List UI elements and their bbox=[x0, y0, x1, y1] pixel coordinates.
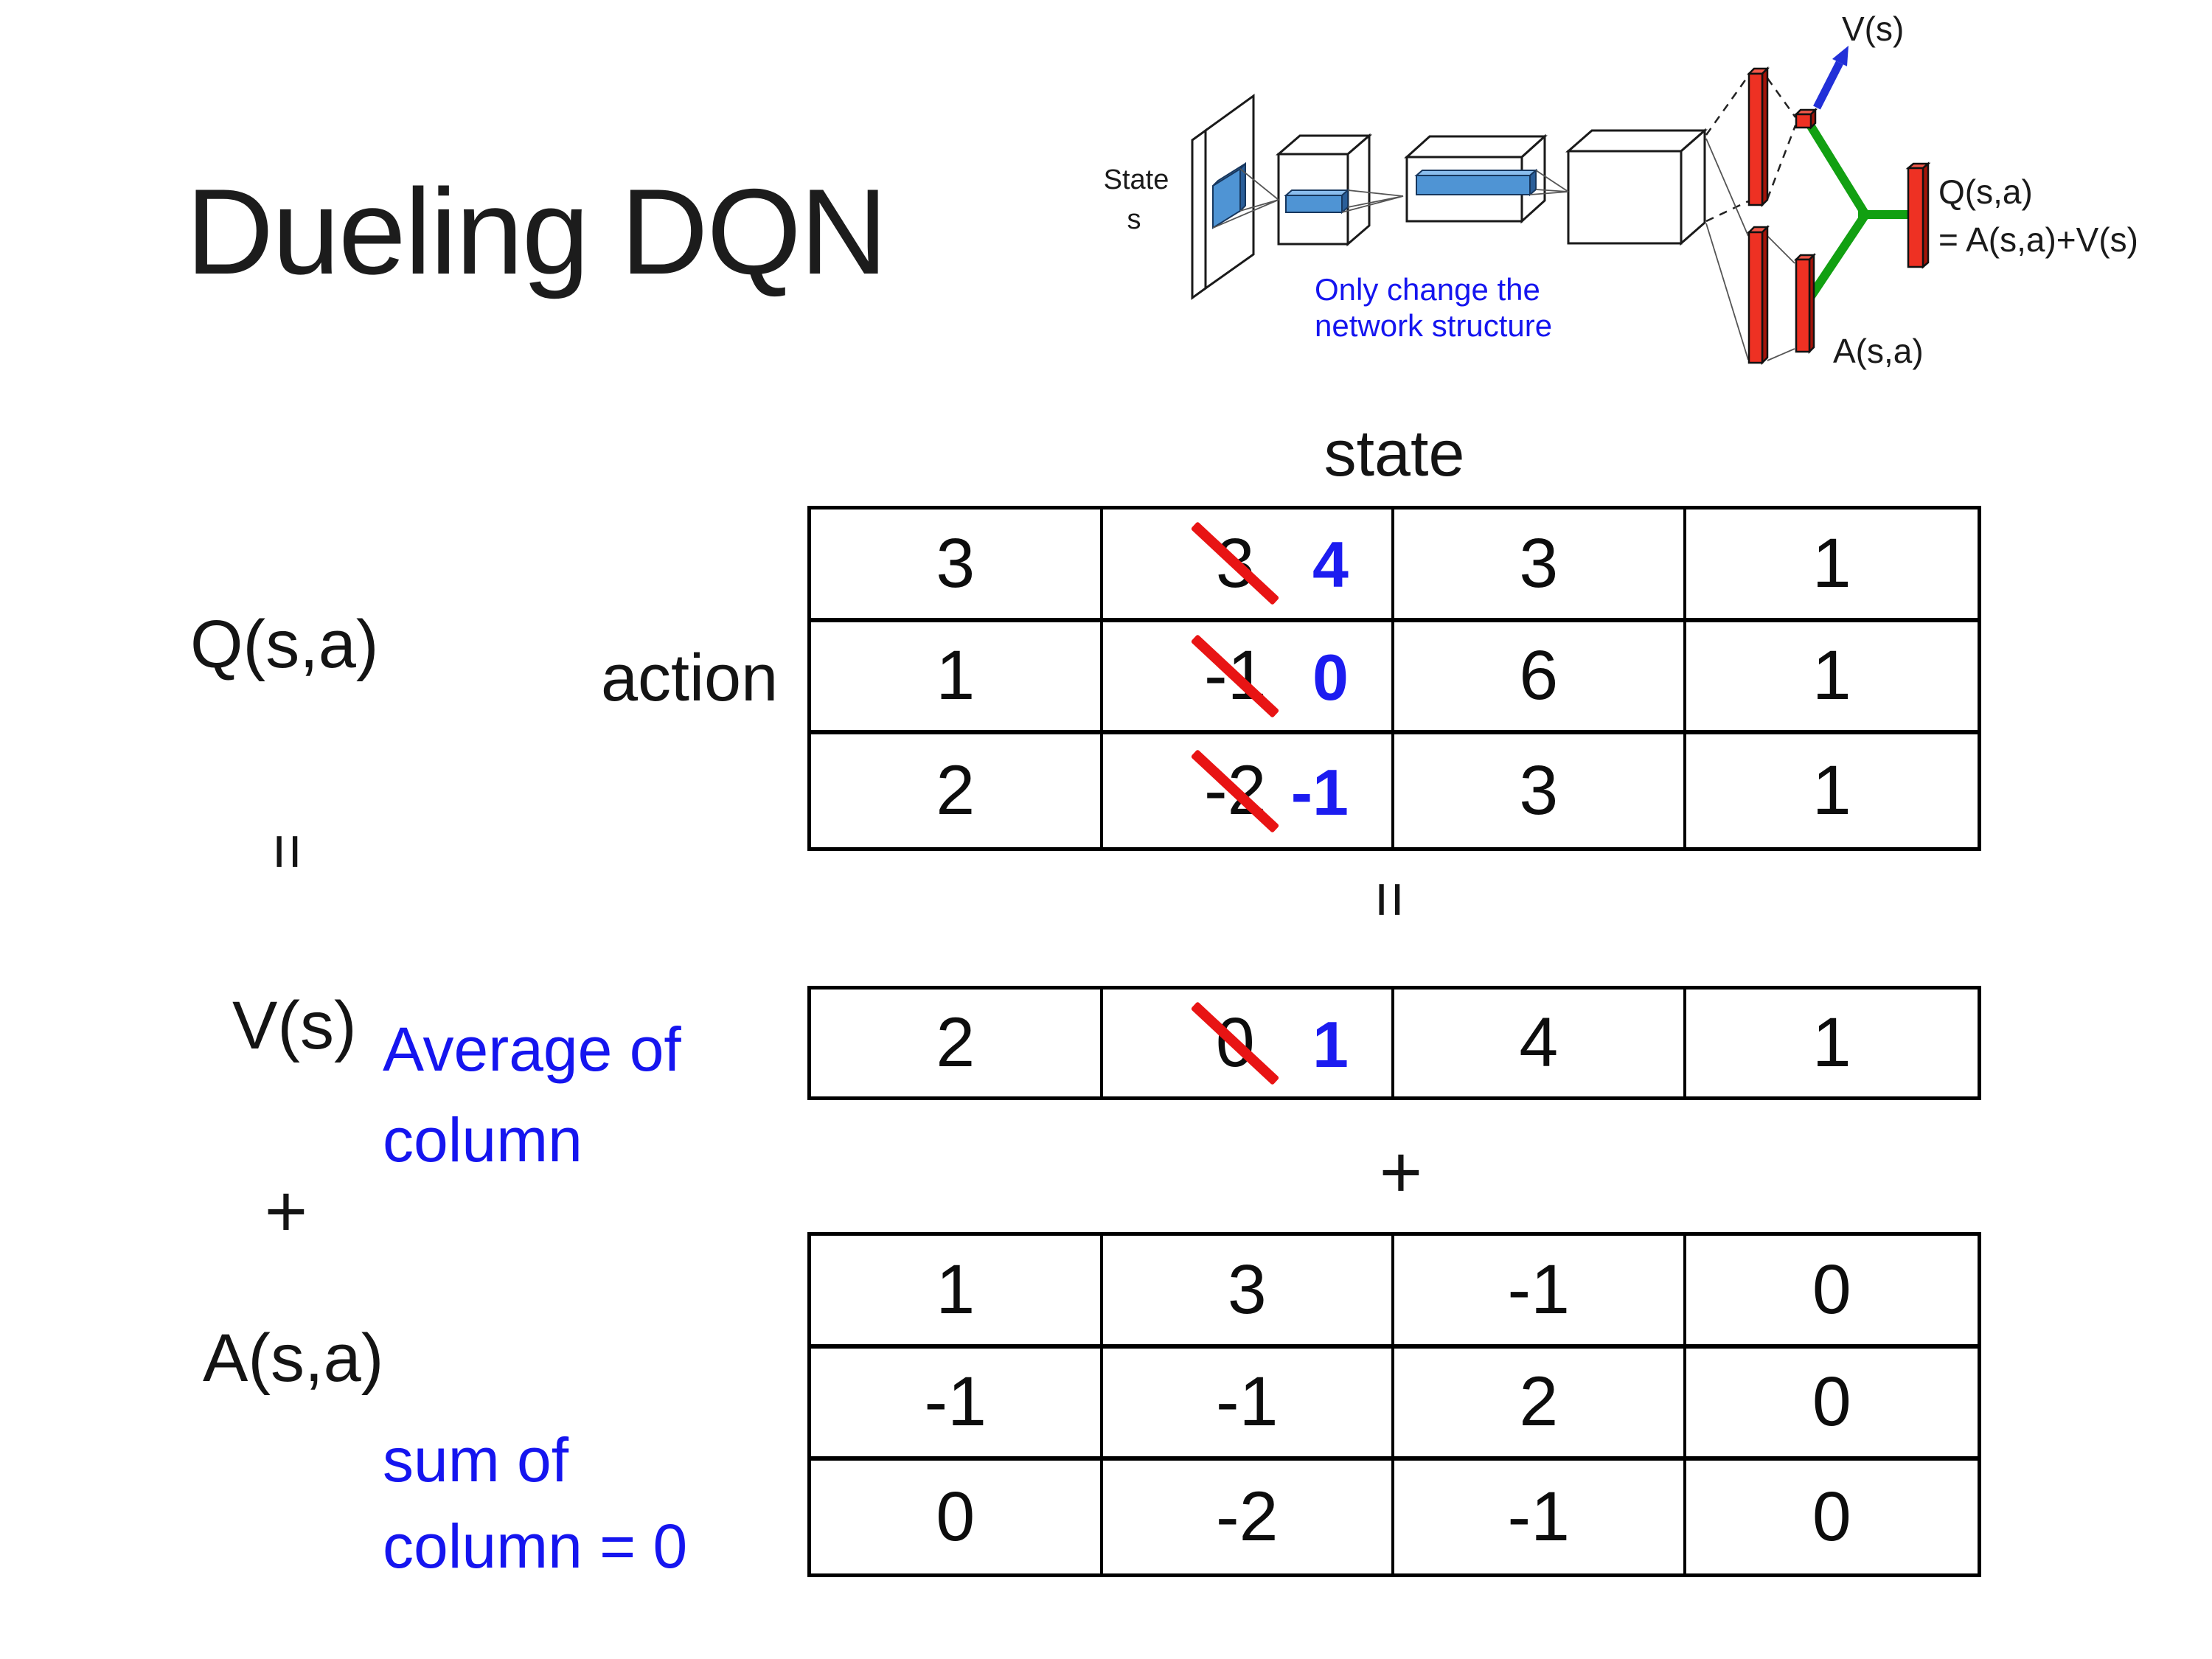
advantage-hidden-bar bbox=[1746, 224, 1770, 366]
q-cell-r2c3: 1 bbox=[1812, 751, 1851, 830]
a-table: 1 3 -1 0 -1 -1 2 0 0 -2 -1 0 bbox=[807, 1232, 1981, 1577]
q-cell-r0c3: 1 bbox=[1686, 509, 1978, 622]
q-cell-r0c1: 3 4 bbox=[1102, 509, 1394, 622]
v-node bbox=[1793, 107, 1818, 131]
a-cell-r2c3: 0 bbox=[1812, 1478, 1851, 1557]
projection-lines-3 bbox=[1529, 170, 1569, 195]
q-cell-r2c0: 2 bbox=[811, 734, 1103, 847]
a-cell-r1c3: 0 bbox=[1686, 1349, 1978, 1461]
diagram-note-line2: network structure bbox=[1315, 308, 1552, 343]
a-cell-r0c1: 3 bbox=[1102, 1236, 1394, 1349]
plus-middle: + bbox=[1379, 1131, 1423, 1214]
v-cell-c1: 0 1 bbox=[1103, 990, 1394, 1096]
a-output-bar bbox=[1793, 252, 1817, 355]
state-label-line1: State bbox=[1104, 164, 1169, 195]
q-output-label-line1: Q(s,a) bbox=[1938, 173, 2033, 211]
a-cell-r0c2: -1 bbox=[1394, 1236, 1686, 1349]
dueling-network-diagram: State s V(s) Q(s,a) = A(s,a)+V(s) A(s,a)… bbox=[1104, 10, 2138, 370]
v-cell-c3: 1 bbox=[1812, 1004, 1851, 1082]
advantage-stream-links bbox=[1705, 138, 1795, 361]
equals-left: = bbox=[251, 832, 323, 871]
diagram-note-line1: Only change the bbox=[1315, 272, 1540, 307]
value-hidden-bar bbox=[1746, 66, 1770, 208]
feature-bar-2 bbox=[1414, 168, 1538, 197]
value-stream-dashed-links bbox=[1705, 75, 1797, 223]
combine-link bbox=[1801, 117, 1913, 307]
q-term-label: Q(s,a) bbox=[190, 607, 379, 682]
a-cell-r1c1: -1 bbox=[1102, 1348, 1394, 1461]
action-axis-label: action bbox=[601, 641, 779, 715]
a-cell-r1c0: -1 bbox=[811, 1348, 1103, 1461]
input-plate bbox=[1191, 94, 1255, 300]
a-output-label: A(s,a) bbox=[1833, 332, 1924, 370]
q-cell-r1c3: 1 bbox=[1686, 622, 1978, 735]
a-annotation-line1: sum of bbox=[383, 1425, 569, 1495]
state-label-line2: s bbox=[1127, 204, 1141, 235]
v-output-label: V(s) bbox=[1842, 10, 1904, 48]
q-cell-r2c2: 3 bbox=[1394, 734, 1686, 847]
projection-lines-1 bbox=[1212, 168, 1279, 229]
v-term-label: V(s) bbox=[232, 988, 357, 1063]
slide-title: Dueling DQN bbox=[186, 164, 888, 299]
q-cell-r1c0: 1 bbox=[811, 622, 1103, 735]
feature-bar-1 bbox=[1284, 188, 1350, 215]
q-output-label-line2: = A(s,a)+V(s) bbox=[1938, 220, 2138, 259]
q-output-bar bbox=[1905, 161, 1931, 269]
q-cell-r0c2: 3 bbox=[1394, 509, 1686, 622]
plus-left: + bbox=[264, 1170, 308, 1253]
a-annotation-line2: column = 0 bbox=[383, 1512, 688, 1581]
projection-lines-2 bbox=[1341, 189, 1404, 213]
q-cell-r1c1: -1 0 bbox=[1102, 622, 1394, 735]
v-annotation-line2: column bbox=[383, 1105, 582, 1175]
v-arrow bbox=[1813, 46, 1848, 110]
q-cell-r1c2: 6 bbox=[1394, 622, 1686, 735]
q-cell-r2c1: -2 -1 bbox=[1103, 734, 1394, 847]
v-cell-c2: 4 bbox=[1394, 990, 1686, 1096]
equals-middle: = bbox=[1354, 880, 1425, 919]
a-cell-r1c2: 2 bbox=[1394, 1348, 1686, 1461]
a-cell-r2c1: -2 bbox=[1103, 1461, 1394, 1573]
a-cell-r2c0: 0 bbox=[811, 1461, 1103, 1573]
a-annotation: sum of column = 0 bbox=[383, 1429, 687, 1577]
v-cell-c0: 2 bbox=[811, 990, 1103, 1096]
state-axis-label: state bbox=[1324, 417, 1465, 490]
a-cell-r0c3: 0 bbox=[1686, 1236, 1978, 1349]
v-table: 2 0 1 4 1 bbox=[807, 986, 1981, 1100]
v-annotation-line1: Average of bbox=[383, 1015, 681, 1084]
q-cell-r0c0: 3 bbox=[811, 509, 1103, 622]
a-cell-r2c2: -1 bbox=[1394, 1461, 1686, 1573]
a-term-label: A(s,a) bbox=[203, 1321, 384, 1396]
v-annotation: Average of column bbox=[383, 1018, 681, 1171]
fc-layer-box bbox=[1565, 128, 1708, 246]
q-table: 3 3 4 3 1 1 -1 0 6 1 2 -2 -1 3 1 bbox=[807, 506, 1981, 851]
conv-filter-patch bbox=[1212, 161, 1246, 229]
a-cell-r0c0: 1 bbox=[811, 1236, 1103, 1349]
